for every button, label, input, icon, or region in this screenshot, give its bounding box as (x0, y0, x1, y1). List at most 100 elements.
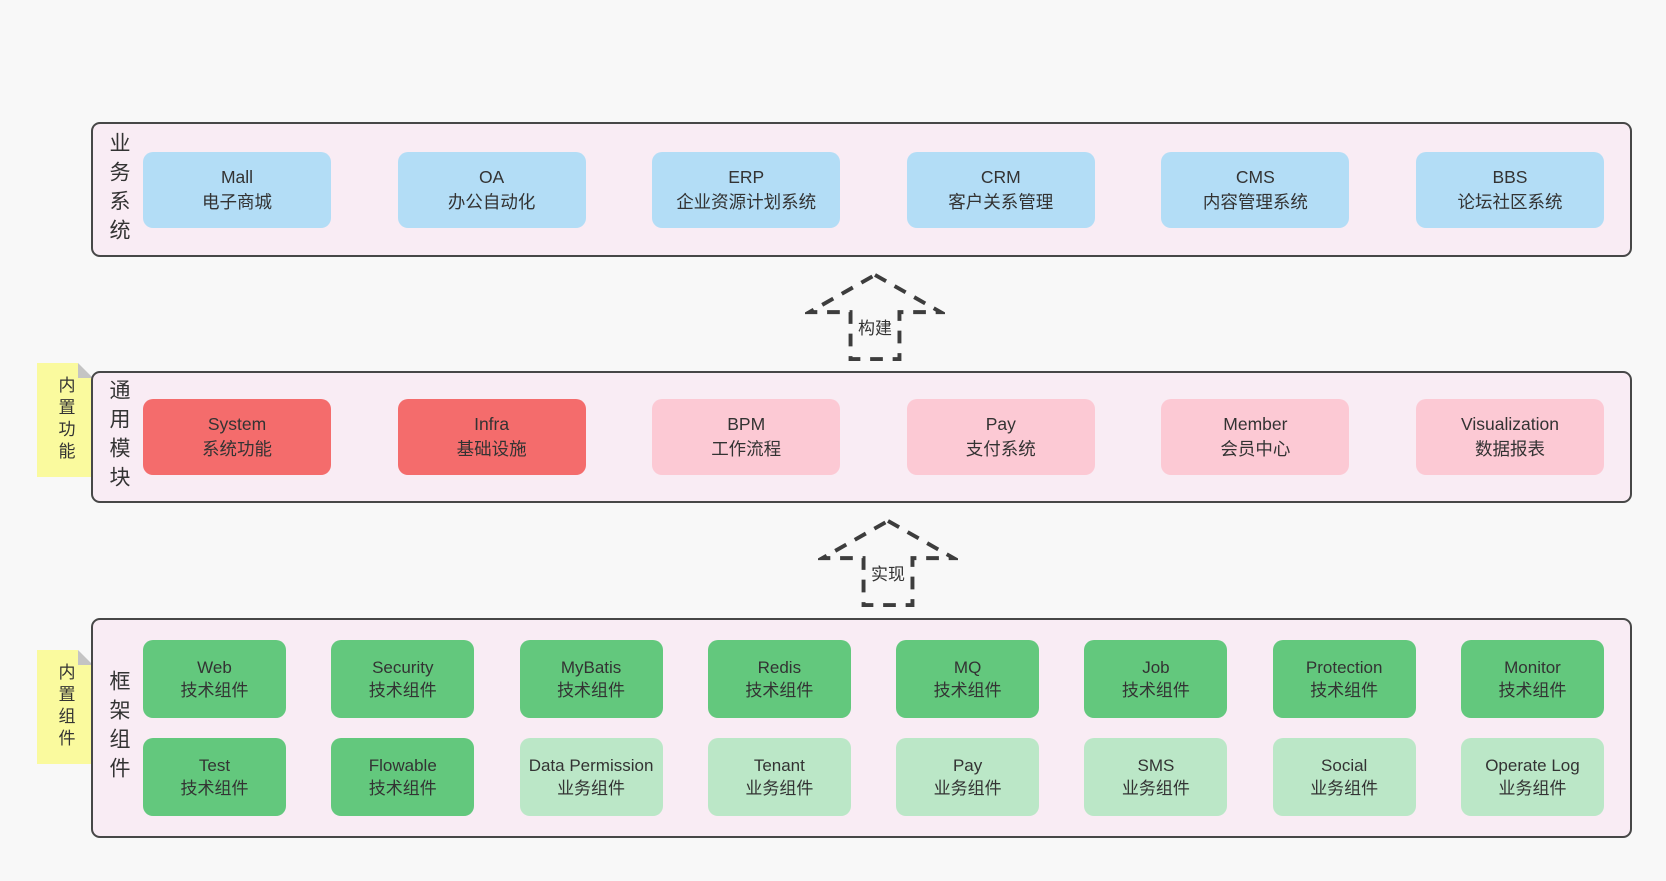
box-name: Job (1142, 657, 1170, 677)
box-subtitle: 技术组件 (368, 681, 437, 700)
box-monitor: Monitor 技术组件 (1460, 640, 1604, 718)
box-crm: CRM 客户关系管理 (906, 151, 1095, 228)
band-row: Mall 电子商城 OA 办公自动化 ERP 企业资源计划系统 CRM 客户关系管理 CMS 内容… (143, 151, 1604, 228)
band-content: Mall 电子商城 OA 办公自动化 ERP 企业资源计划系统 CRM 客户关系管理 CMS 内容… (129, 124, 1630, 255)
box-name: BBS (1492, 166, 1528, 187)
box-subtitle: 技术组件 (180, 681, 249, 700)
box-subtitle: 技术组件 (1498, 681, 1567, 700)
box-oa: OA 办公自动化 (397, 151, 586, 228)
box-name: Infra (474, 414, 510, 435)
box-subtitle: 技术组件 (1310, 681, 1379, 700)
box-infra: Infra 基础设施 (397, 399, 586, 475)
box-mq: MQ 技术组件 (896, 640, 1040, 718)
arrow-label: 实现 (868, 560, 908, 585)
arrow-build: 构建 (805, 272, 945, 362)
box-subtitle: 数据报表 (1474, 439, 1545, 459)
box-subtitle: 业务组件 (1310, 779, 1379, 798)
box-subtitle: 支付系统 (965, 439, 1036, 459)
arrow-label: 构建 (855, 314, 895, 339)
box-name: ERP (728, 166, 765, 187)
box-name: Pay (952, 755, 983, 775)
box-social: Social 业务组件 (1272, 738, 1416, 816)
box-pay: Pay 业务组件 (896, 738, 1040, 816)
box-name: CRM (980, 166, 1021, 187)
box-bbs: BBS 论坛社区系统 (1415, 151, 1604, 228)
box-subtitle: 客户关系管理 (948, 191, 1054, 212)
box-name: BPM (727, 414, 766, 435)
box-name: Monitor (1504, 657, 1561, 677)
box-subtitle: 办公自动化 (447, 191, 536, 212)
box-mall: Mall 电子商城 (143, 151, 331, 228)
box-subtitle: 系统功能 (202, 439, 272, 459)
up-arrow-icon (818, 518, 958, 608)
box-test: Test 技术组件 (143, 738, 286, 816)
box-system: System 系统功能 (143, 399, 331, 475)
box-name: Redis (757, 657, 802, 677)
box-subtitle: 会员中心 (1220, 439, 1291, 459)
box-subtitle: 技术组件 (180, 779, 249, 798)
box-name: Visualization (1461, 414, 1559, 435)
sticky-note-text: 内置组件 (55, 663, 75, 751)
box-subtitle: 工作流程 (711, 439, 782, 459)
box-subtitle: 论坛社区系统 (1457, 191, 1563, 212)
box-name: Flowable (368, 755, 437, 775)
box-subtitle: 电子商城 (202, 191, 272, 212)
box-name: Protection (1305, 657, 1383, 677)
box-erp: ERP 企业资源计划系统 (652, 151, 841, 228)
box-job: Job 技术组件 (1084, 640, 1228, 718)
box-subtitle: 技术组件 (368, 779, 437, 798)
box-subtitle: 基础设施 (456, 439, 527, 459)
band-label: 业务系统 (107, 131, 130, 248)
up-arrow-icon (805, 272, 945, 362)
box-redis: Redis 技术组件 (707, 640, 851, 718)
box-cms: CMS 内容管理系统 (1161, 151, 1350, 228)
box-name: MyBatis (560, 657, 622, 677)
box-name: Member (1223, 414, 1288, 435)
box-security: Security 技术组件 (331, 640, 475, 718)
box-subtitle: 技术组件 (1121, 681, 1190, 700)
box-subtitle: 业务组件 (1121, 779, 1190, 798)
box-member: Member 会员中心 (1161, 399, 1350, 475)
band-common-modules: 通用模块 System 系统功能 Infra 基础设施 BPM 工作流程 Pay 支付系统 Me… (91, 371, 1632, 503)
box-subtitle: 业务组件 (1498, 779, 1567, 798)
box-name: Tenant (753, 755, 805, 775)
box-pay: Pay 支付系统 (906, 399, 1095, 475)
box-name: Mall (220, 166, 254, 187)
box-name: Data Permission (528, 755, 654, 775)
box-sms: SMS 业务组件 (1084, 738, 1228, 816)
box-name: MQ (953, 657, 982, 677)
box-visualization: Visualization 数据报表 (1415, 399, 1604, 475)
band-row: Test 技术组件 Flowable 技术组件 Data Permission 业务组件 T… (143, 738, 1604, 816)
box-subtitle: 内容管理系统 (1202, 191, 1308, 212)
box-flowable: Flowable 技术组件 (331, 738, 475, 816)
sticky-note-text: 内置功能 (55, 376, 75, 464)
box-name: OA (478, 166, 505, 187)
box-subtitle: 企业资源计划系统 (676, 191, 817, 212)
band-label: 框架组件 (107, 670, 130, 786)
box-bpm: BPM 工作流程 (652, 399, 841, 475)
band-row: System 系统功能 Infra 基础设施 BPM 工作流程 Pay 支付系统 Member 会… (143, 399, 1604, 475)
box-name: Social (1321, 755, 1368, 775)
box-name: System (207, 414, 267, 435)
box-name: Security (372, 657, 434, 677)
box-name: Operate Log (1485, 755, 1580, 775)
box-data-permission: Data Permission 业务组件 (519, 738, 663, 816)
box-name: CMS (1235, 166, 1275, 187)
box-subtitle: 技术组件 (745, 681, 814, 700)
box-name: Test (198, 755, 231, 775)
band-business-systems: 业务系统 Mall 电子商城 OA 办公自动化 ERP 企业资源计划系统 CRM 客户关系管理… (91, 122, 1632, 257)
band-label: 通用模块 (107, 379, 130, 495)
box-subtitle: 业务组件 (557, 779, 626, 798)
box-subtitle: 业务组件 (933, 779, 1002, 798)
box-operate-log: Operate Log 业务组件 (1460, 738, 1604, 816)
sticky-note-built-in-components: 内置组件 (37, 650, 93, 764)
sticky-note-built-in-features: 内置功能 (37, 363, 93, 477)
arrow-implement: 实现 (818, 518, 958, 608)
box-name: Pay (985, 414, 1016, 435)
box-name: SMS (1137, 755, 1175, 775)
box-subtitle: 技术组件 (933, 681, 1002, 700)
